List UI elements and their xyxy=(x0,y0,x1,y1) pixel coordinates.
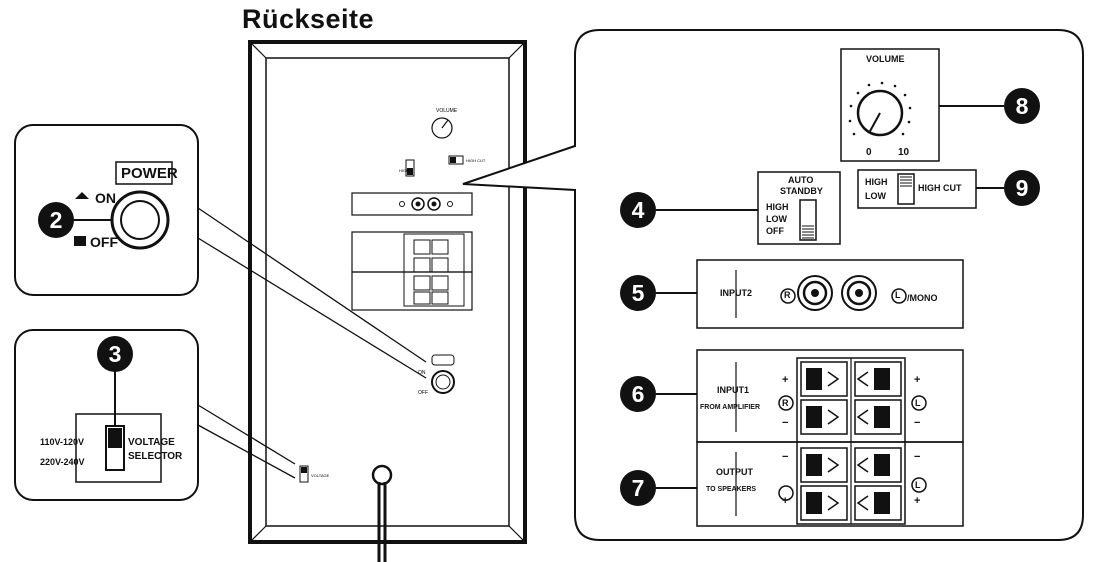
voltage-selector-switch[interactable] xyxy=(106,426,124,470)
power-button[interactable] xyxy=(112,192,168,248)
input1-minus-right: − xyxy=(914,417,921,429)
auto-standby-label-line1: AUTO xyxy=(788,175,814,185)
voltage-selector-label-line2: SELECTOR xyxy=(128,451,183,462)
input1-plus-right: + xyxy=(914,374,921,386)
svg-text:HIGH CUT: HIGH CUT xyxy=(466,158,486,163)
auto-standby-off: OFF xyxy=(766,226,784,236)
high-cut-low: LOW xyxy=(865,191,886,201)
callout-number-6: 6 xyxy=(620,376,656,412)
input1-right-marker: R xyxy=(782,398,789,408)
output-plus-right: + xyxy=(914,495,921,507)
speaker-terminals xyxy=(800,361,902,521)
callout-number-4: 4 xyxy=(620,192,656,228)
output-left-marker: L xyxy=(915,480,921,490)
power-on-label: ON xyxy=(95,190,116,206)
svg-text:VOLTAGE: VOLTAGE xyxy=(311,473,330,478)
high-cut-high: HIGH xyxy=(865,177,888,187)
volume-max-label: 10 xyxy=(898,147,910,158)
volume-label: VOLUME xyxy=(866,54,905,64)
voltage-option-110-120: 110V-120V xyxy=(40,437,85,447)
speaker-back-panel: VOLUME HIGH HIGH CUT ON OFF xyxy=(248,40,527,562)
callout-number-7: 7 xyxy=(620,470,656,506)
volume-min-label: 0 xyxy=(866,147,872,158)
volume-knob[interactable] xyxy=(858,91,902,135)
high-cut-switch[interactable] xyxy=(898,174,914,204)
input2-left-marker: L xyxy=(895,290,901,300)
high-cut-label: HIGH CUT xyxy=(918,183,962,193)
output-plus-left: + xyxy=(782,495,789,507)
auto-standby-low: LOW xyxy=(766,214,787,224)
output-minus-left: − xyxy=(782,451,789,463)
callout-number-9: 9 xyxy=(1004,170,1040,206)
input2-right-marker: R xyxy=(784,290,791,300)
auto-standby-label-line2: STANDBY xyxy=(780,186,823,196)
page-title: Rückseite xyxy=(242,4,375,34)
auto-standby-high: HIGH xyxy=(766,202,789,212)
svg-text:ON: ON xyxy=(418,370,426,376)
input2-jack-left[interactable] xyxy=(842,276,876,310)
input1-plus-left: + xyxy=(782,374,789,386)
input2-mono-label: /MONO xyxy=(907,293,938,303)
svg-text:HIGH: HIGH xyxy=(399,168,409,173)
input2-jack-right[interactable] xyxy=(798,276,832,310)
input2-label: INPUT2 xyxy=(720,288,753,298)
volume-knob-ticks xyxy=(848,81,912,136)
svg-text:VOLUME: VOLUME xyxy=(436,108,458,114)
voltage-selector-label-line1: VOLTAGE xyxy=(128,437,175,448)
callout-number-3: 3 xyxy=(97,336,133,372)
voltage-option-220-240: 220V-240V xyxy=(40,457,85,467)
callout-number-8: 8 xyxy=(1004,88,1040,124)
auto-standby-switch[interactable] xyxy=(800,200,816,240)
output-label-line1: OUTPUT xyxy=(716,467,753,477)
svg-text:OFF: OFF xyxy=(418,390,428,396)
output-label-line2: TO SPEAKERS xyxy=(706,486,757,493)
output-minus-right: − xyxy=(914,451,921,463)
callout-number-2: 2 xyxy=(38,202,74,238)
callout-number-5: 5 xyxy=(620,275,656,311)
input1-minus-left: − xyxy=(782,417,789,429)
power-off-label: OFF xyxy=(90,234,118,250)
input1-left-marker: L xyxy=(915,398,921,408)
power-button-label: POWER xyxy=(121,165,178,182)
input1-label-line2: FROM AMPLIFIER xyxy=(700,404,761,411)
input1-label-line1: INPUT1 xyxy=(717,385,750,395)
